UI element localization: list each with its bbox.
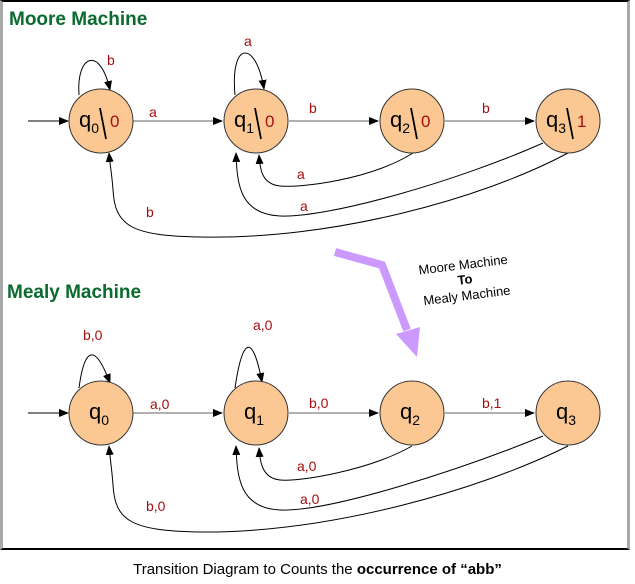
caption-emphasis: occurrence of “abb” <box>356 561 502 578</box>
moore-output-q1: 0 <box>265 112 274 131</box>
svg-text:q2: q2 <box>400 399 420 428</box>
mealy-title: Mealy Machine <box>7 282 141 303</box>
mealy-state-q0: q0 <box>68 380 134 446</box>
mealy-label-q3-q0: b,0 <box>146 498 166 514</box>
moore-edge-q0-q0 <box>78 59 112 96</box>
moore-state-q1: q1 0 <box>223 88 289 154</box>
mealy-edge-q2-q1 <box>255 445 413 481</box>
svg-text:q2: q2 <box>390 107 410 136</box>
moore-edge-q3-q0 <box>105 152 569 238</box>
conversion-note: Moore Machine To Mealy Machine <box>418 252 511 308</box>
svg-text:q3: q3 <box>556 399 576 428</box>
moore-label-q0-q1: a <box>149 104 157 120</box>
conversion-arrow <box>333 248 420 357</box>
mealy-label-q1-q2: b,0 <box>309 395 329 411</box>
svg-text:q0: q0 <box>79 107 99 136</box>
mealy-label-q1-q1: a,0 <box>253 317 273 333</box>
moore-label-q3-q1: a <box>300 198 308 214</box>
moore-state-q3: q3 1 <box>535 88 601 154</box>
moore-output-q3: 1 <box>577 112 586 131</box>
moore-output-q0: 0 <box>110 112 119 131</box>
moore-label-q2-q1: a <box>297 166 305 182</box>
svg-text:q3: q3 <box>546 107 566 136</box>
moore-label-q0-q0: b <box>107 52 115 68</box>
moore-label-q2-q3: b <box>482 100 490 116</box>
moore-edge-q2-q1 <box>255 152 414 187</box>
moore-state-q2: q2 0 <box>379 88 445 154</box>
mealy-label-q2-q1: a,0 <box>297 458 317 474</box>
svg-text:q0: q0 <box>89 399 109 428</box>
caption-text: Transition Diagram to Counts the <box>133 561 357 578</box>
mealy-label-q0-q0: b,0 <box>83 327 103 343</box>
mealy-state-q1: q1 <box>223 380 289 446</box>
conversion-line2: To <box>457 271 474 288</box>
mealy-edge-q0-q0 <box>78 354 111 389</box>
mealy-edge-q3-q0 <box>105 445 569 533</box>
mealy-label-q2-q3: b,1 <box>482 395 502 411</box>
diagram-frame <box>0 0 630 550</box>
mealy-label-q0-q1: a,0 <box>150 396 170 412</box>
moore-edge-q1-q1 <box>233 52 267 96</box>
mealy-edge-q3-q1 <box>232 435 544 511</box>
figure-caption: Transition Diagram to Counts the occurre… <box>0 561 635 578</box>
svg-text:q1: q1 <box>234 107 254 136</box>
svg-text:q1: q1 <box>244 399 264 428</box>
moore-edge-q3-q1 <box>232 142 544 217</box>
moore-output-q2: 0 <box>421 112 430 131</box>
moore-label-q3-q0: b <box>146 204 154 220</box>
mealy-edge-q1-q1 <box>234 346 265 389</box>
moore-title: Moore Machine <box>9 9 147 30</box>
mealy-state-q3: q3 <box>535 380 601 446</box>
mealy-label-q3-q1: a,0 <box>300 491 320 507</box>
mealy-state-q2: q2 <box>379 380 445 446</box>
moore-state-q0: q0 0 <box>68 88 134 154</box>
moore-label-q1-q1: a <box>244 33 252 49</box>
moore-label-q1-q2: b <box>309 100 317 116</box>
